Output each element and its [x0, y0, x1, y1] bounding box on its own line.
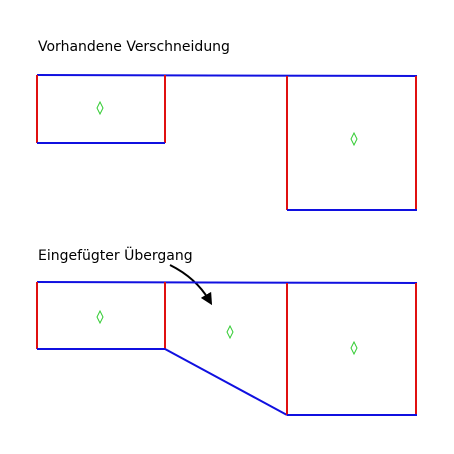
diamond-marker-icon	[96, 309, 104, 325]
caption-existing: Vorhandene Verschneidung	[38, 39, 230, 55]
diamond-marker-icon	[350, 340, 358, 356]
diamond-marker-icon	[96, 100, 104, 116]
existing-intersection-group	[36, 74, 418, 211]
existing-top-edge	[36, 74, 418, 77]
transition-diagonal-edge	[164, 348, 288, 416]
diamond-marker-icon	[350, 131, 358, 147]
curved-arrow-icon	[169, 264, 213, 306]
diamond-marker-icon	[226, 324, 234, 340]
inserted-top-edge	[36, 281, 418, 284]
caption-inserted: Eingefügter Übergang	[38, 246, 193, 264]
inserted-transition-group	[36, 281, 418, 416]
